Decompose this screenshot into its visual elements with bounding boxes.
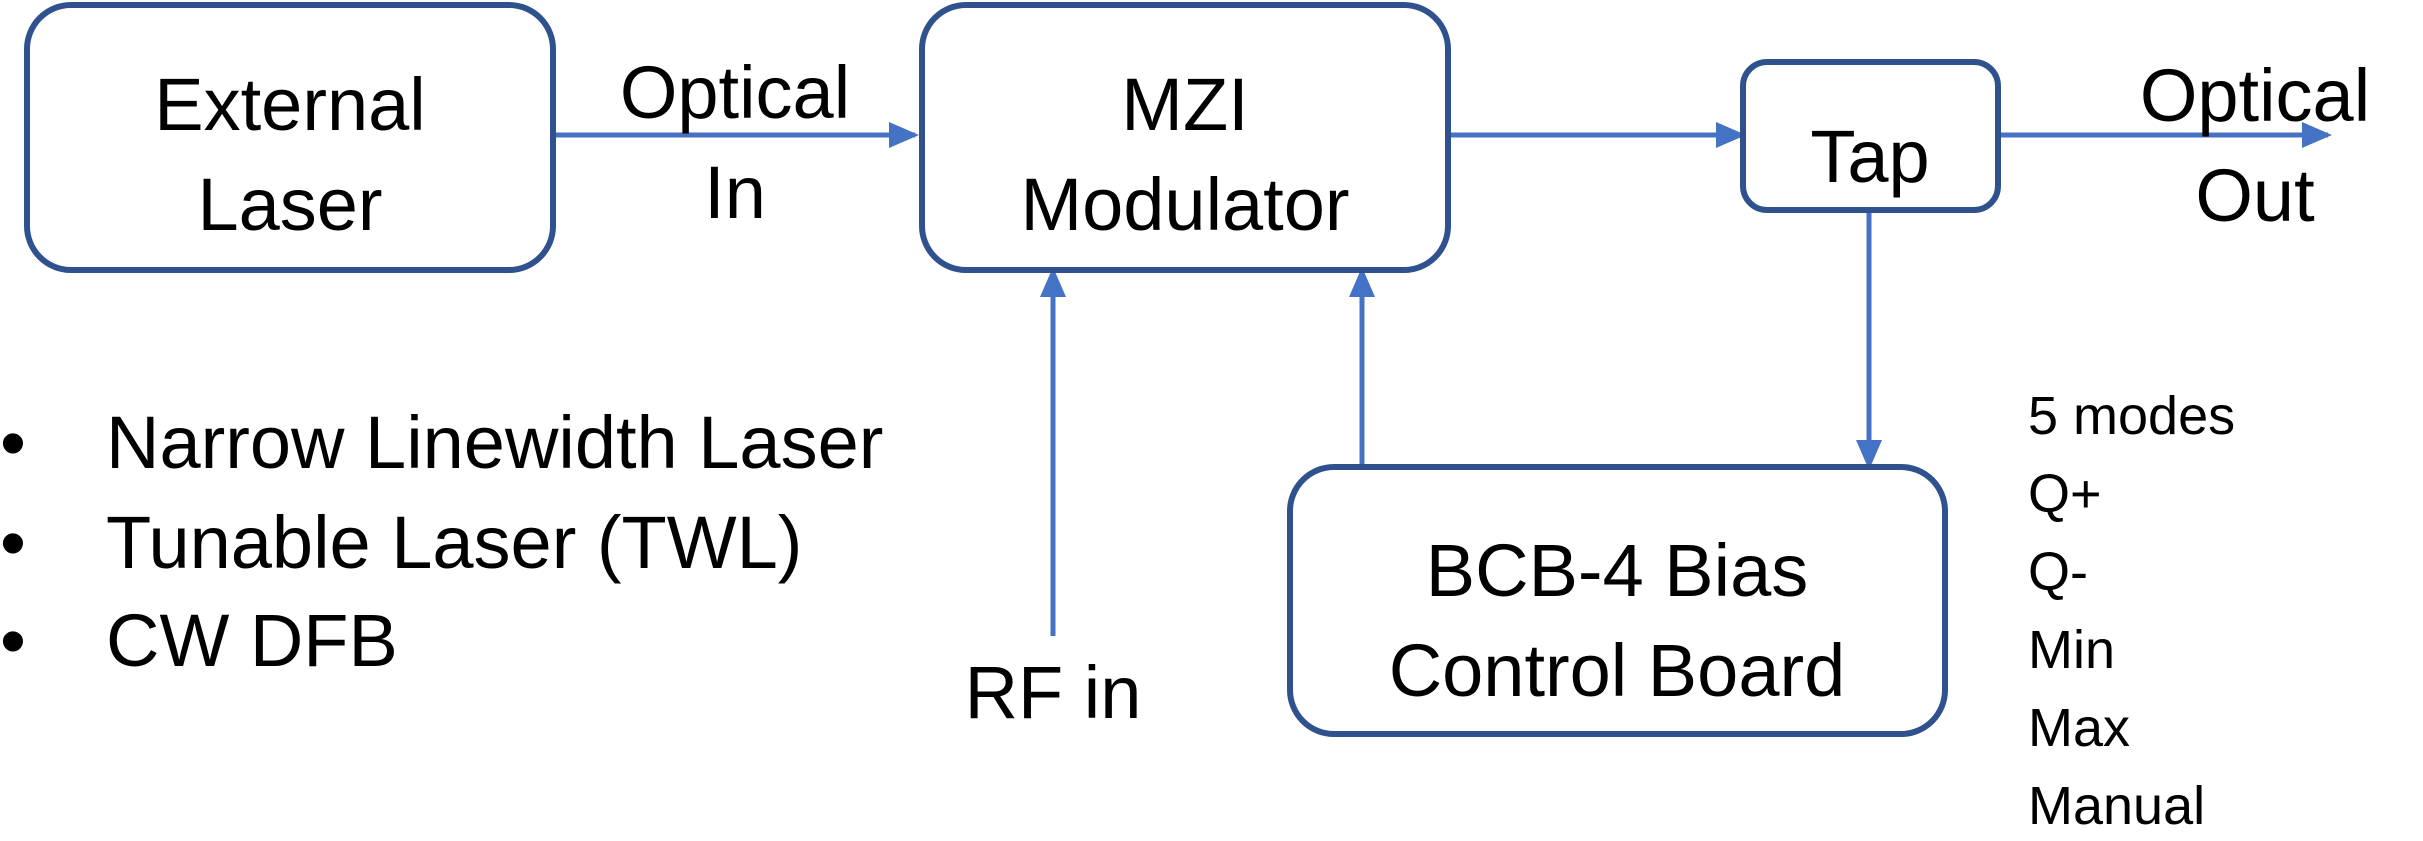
external-laser-label-line1: External [154,63,425,146]
optical-out-label-line2: Out [2195,154,2315,237]
optical-in-label-line1: Optical [620,51,850,134]
bias-modes-list: 5 modes Q+ Q- Min Max Manual [2028,386,2235,836]
mode-item: Min [2028,620,2115,680]
mode-item: Manual [2028,776,2205,836]
mode-item: Q+ [2028,464,2102,524]
rf-in-label: RF in [965,651,1142,734]
external-laser-label-line2: Laser [197,163,382,246]
bias-board-label-line1: BCB-4 Bias [1426,529,1808,612]
external-laser-box: External Laser [24,2,556,273]
tap-label: Tap [1810,115,1929,198]
bullet-marker: • [0,401,26,484]
bullet-marker: • [0,501,26,584]
mzi-modulator-box: MZI Modulator [919,2,1451,273]
laser-options-list: • Narrow Linewidth Laser • Tunable Laser… [0,401,883,682]
optical-in-label-line2: In [704,151,766,234]
laser-option-item: Narrow Linewidth Laser [106,401,883,484]
bias-control-board-box: BCB-4 Bias Control Board [1287,464,1948,737]
mzi-modulator-label-line2: Modulator [1020,163,1349,246]
bias-board-label-line2: Control Board [1389,629,1846,712]
mode-item: Max [2028,698,2130,758]
laser-option-item: Tunable Laser (TWL) [106,501,802,584]
mzi-modulator-label-line1: MZI [1121,63,1248,146]
modes-title: 5 modes [2028,386,2235,446]
laser-option-item: CW DFB [106,599,398,682]
bullet-marker: • [0,599,26,682]
optical-out-label-line1: Optical [2140,54,2370,137]
mode-item: Q- [2028,542,2088,602]
tap-box: Tap [1740,59,2001,213]
